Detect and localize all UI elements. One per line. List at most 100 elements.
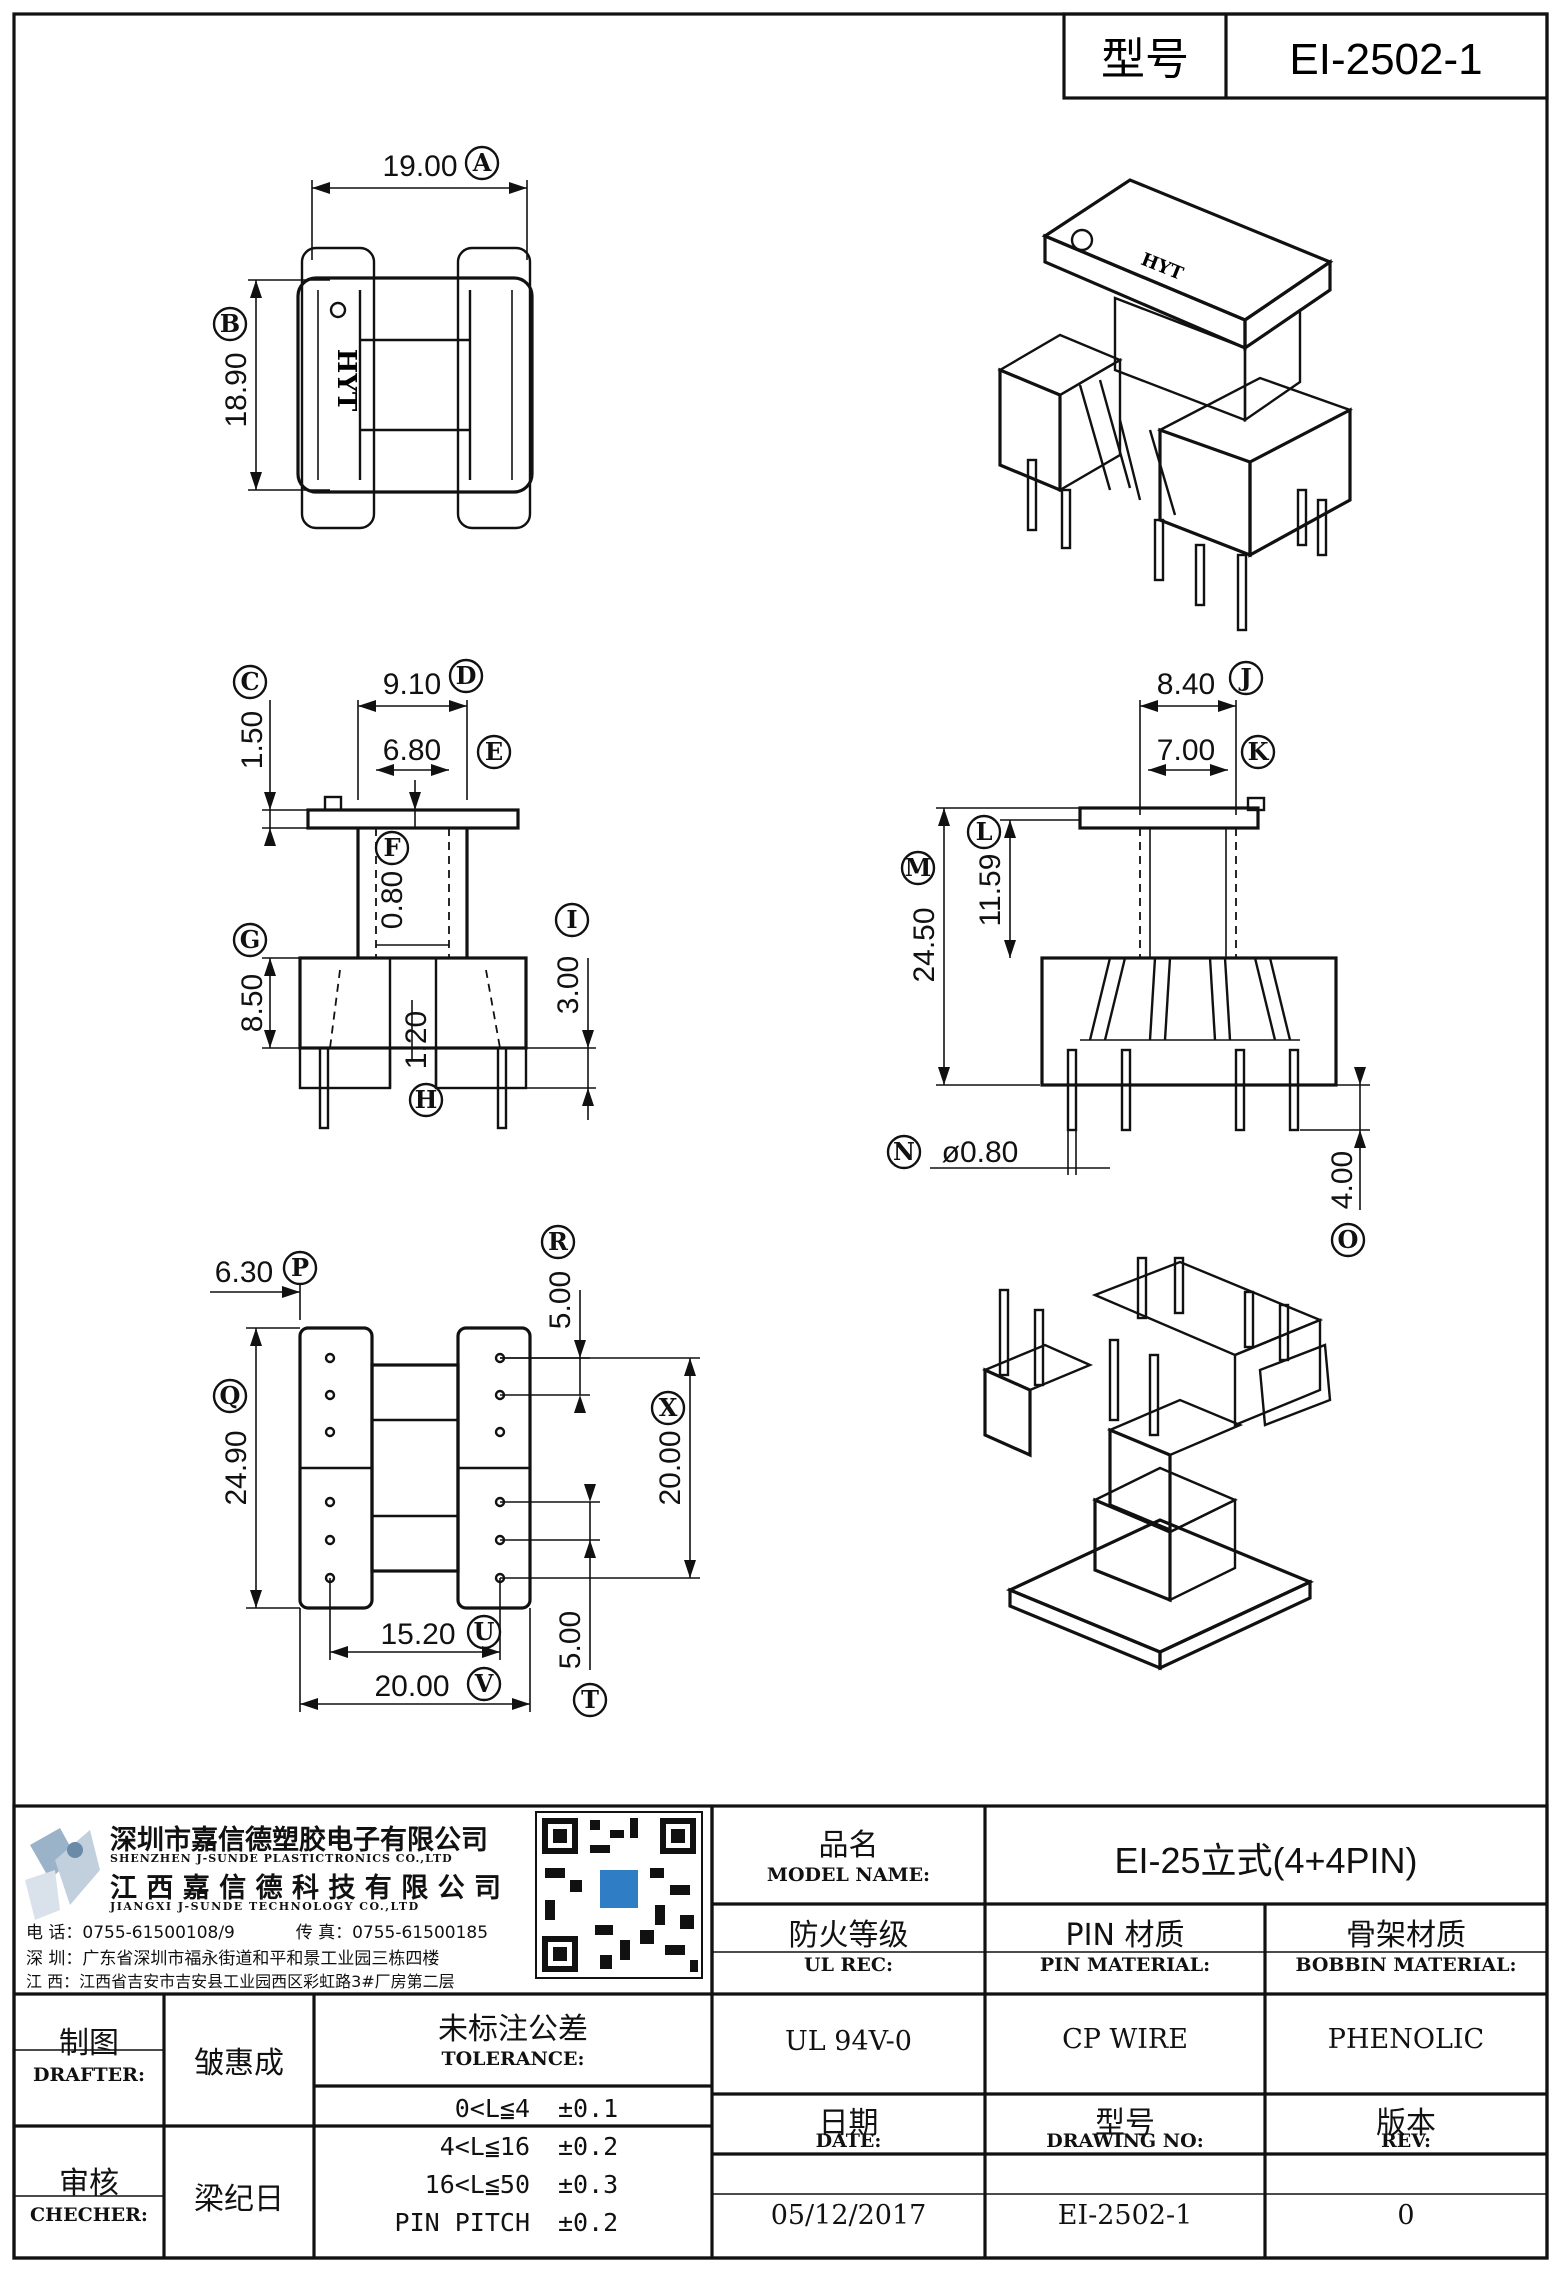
drafter-name: 皱惠成 xyxy=(194,2046,284,2081)
tolerance-range-3: PIN PITCH xyxy=(394,2208,530,2237)
label-r-circle: R xyxy=(540,1224,576,1260)
dim-q-value: 24.90 xyxy=(220,1430,253,1505)
title-block xyxy=(12,1804,1549,2260)
tolerance-range-1: 4<L≦16 xyxy=(439,2132,530,2161)
dim-t-value: 5.00 xyxy=(554,1611,587,1669)
company-address-jx-row: 江 西：江西省吉安市吉安县工业园西区彩虹路3#厂房第二层 xyxy=(26,1968,455,1992)
svg-text:O: O xyxy=(1338,1225,1359,1254)
ul-rec-value: UL 94V-0 xyxy=(785,2026,912,2057)
pin-material-value: CP WIRE xyxy=(1062,2024,1188,2055)
date-en: DATE: xyxy=(815,2130,882,2152)
svg-text:G: G xyxy=(240,925,261,954)
ul-rec-cn: 防火等级 xyxy=(788,1918,909,1953)
phone-label: 电 话： xyxy=(26,1923,83,1943)
label-g-circle: G xyxy=(232,922,268,958)
model-name-en: MODEL NAME: xyxy=(766,1864,931,1886)
svg-text:F: F xyxy=(383,833,400,862)
company-name2-cn: 江 西 嘉 信 德 科 技 有 限 公 司 xyxy=(110,1873,501,1904)
brand-mark: HYT xyxy=(331,349,361,412)
pin-material-en: PIN MATERIAL: xyxy=(1039,1954,1211,1976)
drawing-no-value: EI-2502-1 xyxy=(1057,2200,1193,2231)
dim-e-value: 6.80 xyxy=(383,734,441,767)
address-jx-label: 江 西： xyxy=(26,1972,80,1991)
tolerance-value-2: ±0.3 xyxy=(558,2170,619,2199)
dim-b-value: 18.90 xyxy=(220,352,253,427)
label-x-circle: X xyxy=(650,1390,686,1426)
checker-cn: 审核 xyxy=(59,2166,119,2201)
svg-text:J: J xyxy=(1238,663,1251,692)
qr-code-image xyxy=(535,1811,703,1979)
svg-text:Q: Q xyxy=(220,1381,241,1410)
model-name-value: EI-25立式(4+4PIN) xyxy=(1114,1840,1418,1881)
svg-text:D: D xyxy=(456,661,477,690)
svg-text:E: E xyxy=(485,737,503,766)
dim-c-value: 1.50 xyxy=(236,711,269,769)
dim-d-value: 9.10 xyxy=(383,668,441,701)
tolerance-value-1: ±0.2 xyxy=(558,2132,619,2161)
label-k-circle: K xyxy=(1240,734,1276,770)
svg-text:P: P xyxy=(291,1253,309,1282)
svg-text:B: B xyxy=(220,309,240,338)
svg-text:I: I xyxy=(566,905,577,934)
label-o-circle: O xyxy=(1330,1222,1366,1258)
label-a-circle: A xyxy=(464,145,500,181)
company-phone-row: 电 话：0755-61500108/9 传 真：0755-61500185 xyxy=(26,1918,488,1943)
label-e-circle: E xyxy=(476,734,512,770)
label-h-circle: H xyxy=(408,1082,444,1118)
dim-l-value: 11.59 xyxy=(974,854,1007,927)
dim-r-value: 5.00 xyxy=(544,1271,577,1329)
tolerance-value-3: ±0.2 xyxy=(558,2208,619,2237)
drawing-no-cn: 型号 xyxy=(1095,2106,1155,2141)
dim-k-value: 7.00 xyxy=(1157,734,1215,767)
company-name-cn: 深圳市嘉信德塑胶电子有限公司 xyxy=(110,1825,488,1856)
svg-text:M: M xyxy=(905,853,932,882)
side-view: 8.40 J 7.00 K L 11.59 M 24.50 xyxy=(886,660,1370,1258)
date-value: 05/12/2017 xyxy=(770,2200,927,2231)
company-logo xyxy=(25,1828,100,1920)
svg-text:V: V xyxy=(474,1669,494,1698)
dim-a-value: 19.00 xyxy=(382,150,457,183)
tolerance-en: TOLERANCE: xyxy=(441,2048,585,2070)
bobbin-material-cn: 骨架材质 xyxy=(1346,1918,1466,1953)
drafter-cn: 制图 xyxy=(59,2026,119,2061)
checker-name: 梁纪日 xyxy=(194,2182,284,2217)
dim-m-value: 24.50 xyxy=(908,907,941,982)
dim-o-value: 4.00 xyxy=(1326,1151,1359,1209)
company-name-en: SHENZHEN J-SUNDE PLASTICTRONICS CO.,LTD xyxy=(110,1852,453,1865)
drafter-en: DRAFTER: xyxy=(33,2064,145,2086)
label-d-circle: D xyxy=(448,658,484,694)
svg-text:C: C xyxy=(240,667,259,696)
rev-value: 0 xyxy=(1397,2200,1415,2231)
model-name-cn: 品名 xyxy=(818,1828,879,1863)
pin-material-cn: PIN 材质 xyxy=(1065,1918,1185,1953)
svg-text:N: N xyxy=(893,1137,915,1166)
bottom-view: 6.30 P Q 24.90 xyxy=(210,1224,700,1718)
svg-text:R: R xyxy=(548,1227,569,1256)
date-cn: 日期 xyxy=(818,2106,879,2141)
iso-view-bottom xyxy=(981,1256,1332,1671)
tolerance-cn: 未标注公差 xyxy=(438,2012,588,2047)
label-j-circle: J xyxy=(1228,660,1264,696)
company-address-sz-row: 深 圳：广东省深圳市福永街道和平和景工业园三栋四楼 xyxy=(26,1944,439,1969)
label-q-circle: Q xyxy=(212,1378,248,1414)
svg-text:T: T xyxy=(581,1685,599,1714)
dim-g-value: 8.50 xyxy=(236,974,269,1032)
dim-f-value: 0.80 xyxy=(376,871,409,929)
checker-en: CHECHER: xyxy=(30,2204,148,2226)
label-m-circle: M xyxy=(900,850,936,886)
dim-p-value: 6.30 xyxy=(215,1256,273,1289)
front-view: C 1.50 9.10 D 6.80 E F 0.80 xyxy=(232,658,596,1130)
label-v-circle: V xyxy=(466,1666,502,1702)
bobbin-material-value: PHENOLIC xyxy=(1327,2024,1485,2055)
svg-text:A: A xyxy=(472,148,492,177)
label-n-circle: N xyxy=(886,1134,922,1170)
label-c-circle: C xyxy=(232,664,268,700)
address-sz-label: 深 圳： xyxy=(26,1949,83,1969)
label-i-circle: I xyxy=(554,902,590,938)
label-f-circle: F xyxy=(374,830,410,866)
label-t-circle: T xyxy=(572,1682,608,1718)
label-u-circle: U xyxy=(466,1614,502,1650)
dim-v-value: 20.00 xyxy=(374,1670,449,1703)
tolerance-range-2: 16<L≦50 xyxy=(424,2170,530,2199)
